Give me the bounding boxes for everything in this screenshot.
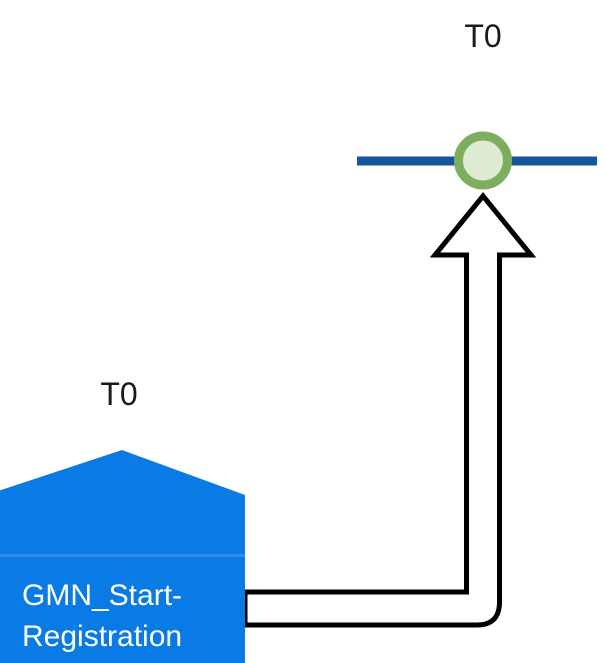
flow-arrow-connector[interactable]	[242, 192, 537, 628]
start-time-label: T0	[100, 376, 137, 412]
start-node-label-line2: Registration	[22, 620, 182, 653]
start-node-label-line1: GMN_Start-	[22, 579, 182, 612]
target-time-label: T0	[464, 18, 501, 54]
target-event-circle[interactable]	[454, 131, 512, 190]
